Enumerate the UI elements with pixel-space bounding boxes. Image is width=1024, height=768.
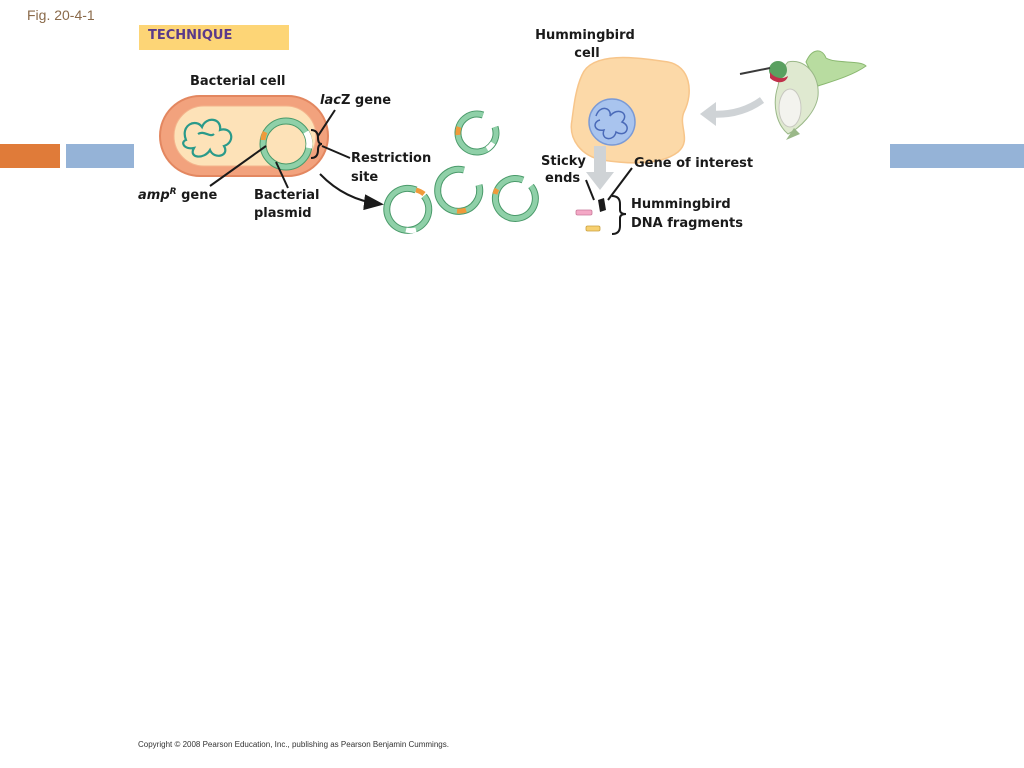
isolated-plasmid [434, 165, 484, 215]
leader-plasmid [275, 161, 289, 189]
accent-band-blue-right [890, 144, 1024, 168]
dna-fragment [585, 225, 601, 232]
dna-fragments-brace [611, 195, 627, 235]
accent-band-orange [0, 144, 60, 168]
label-bacterial-cell: Bacterial cell [190, 74, 285, 89]
label-dna-fragments-line2: DNA fragments [631, 216, 743, 231]
label-lacz-gene: lacZ gene [320, 93, 391, 108]
leader-sticky-ends [585, 179, 595, 201]
leader-gene-of-interest [607, 167, 633, 201]
technique-banner: TECHNIQUE [139, 25, 289, 50]
arrow-bird-to-cell [709, 97, 765, 118]
label-dna-fragments-line1: Hummingbird [631, 197, 731, 212]
figure-label: Fig. 20-4-1 [27, 7, 95, 23]
arrow-cell-down-head [586, 172, 614, 190]
leader-ampr [209, 145, 267, 187]
label-ampr-gene: ampR gene [138, 187, 217, 203]
bacterial-chromosome [182, 118, 233, 158]
nuclear-dna [594, 107, 628, 140]
arrow-cell-down [594, 146, 606, 172]
label-bacterial-plasmid-line1: Bacterial [254, 188, 320, 203]
isolated-plasmid [491, 175, 539, 222]
isolated-plasmid [383, 184, 433, 234]
hummingbird-illustration [739, 50, 867, 140]
leader-lacz [317, 109, 336, 137]
label-bacterial-plasmid-line2: plasmid [254, 206, 312, 221]
dna-fragment [575, 209, 593, 216]
label-restriction-site-line2: site [351, 170, 378, 185]
label-restriction-site-line1: Restriction [351, 151, 431, 166]
lacz-bracket [310, 129, 323, 159]
label-hummingbird-cell-line1: Hummingbird [535, 28, 635, 43]
label-gene-of-interest: Gene of interest [634, 156, 753, 171]
copyright-notice: Copyright © 2008 Pearson Education, Inc.… [138, 740, 449, 749]
leader-restriction [321, 145, 351, 159]
bacterial-plasmid [259, 117, 313, 171]
label-hummingbird-cell-line2: cell [574, 46, 599, 61]
arrow-to-plasmids [319, 173, 384, 211]
label-sticky-ends-line2: ends [545, 171, 580, 186]
label-sticky-ends-line1: Sticky [541, 154, 586, 169]
arrow-bird-to-cell-head [700, 102, 716, 126]
gene-of-interest-fragment [598, 198, 606, 212]
isolated-plasmid [454, 110, 500, 156]
accent-band-blue-left [66, 144, 134, 168]
